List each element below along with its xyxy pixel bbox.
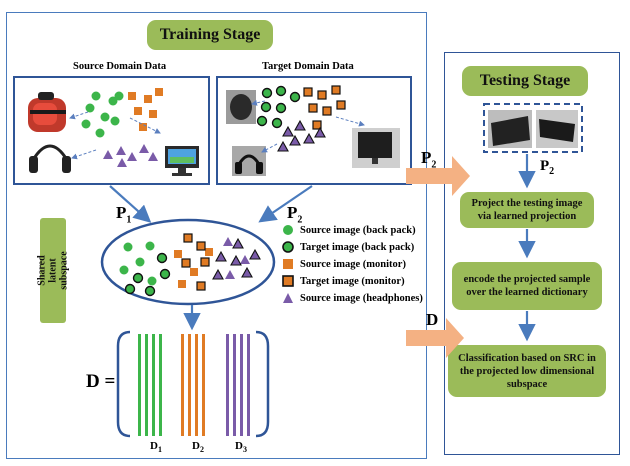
legend-triangle-source-icon xyxy=(283,293,293,303)
shared-latent-subspace-label: Shared latent subspace xyxy=(37,218,70,323)
dictionary-d2-label: D2 xyxy=(192,440,204,455)
source-domain-panel xyxy=(13,76,210,185)
source-domain-heading: Source Domain Data xyxy=(73,61,167,72)
p1-label: P1 xyxy=(116,203,132,226)
flow-d-label: D xyxy=(426,310,439,329)
training-stage-title: Training Stage xyxy=(147,20,273,50)
dictionary-d1-label: D1 xyxy=(150,440,162,455)
flow-arrow-p2 xyxy=(406,156,470,196)
backpack-icon xyxy=(28,92,66,132)
monitor-icon xyxy=(165,146,199,176)
testing-stage-frame xyxy=(444,52,620,455)
target-monitor-photo-icon xyxy=(352,128,400,168)
p2-label: P2 xyxy=(287,203,303,226)
flow-arrow-d xyxy=(406,318,464,358)
legend-item-target-monitor: Target image (monitor) xyxy=(282,275,405,287)
legend-item-source-headphones: Source image (headphones) xyxy=(282,292,423,304)
headphones-icon xyxy=(29,144,71,173)
flow-p2-label: P2 xyxy=(421,148,437,171)
testing-step-project: Project the testing image via learned pr… xyxy=(460,192,594,228)
testing-p2-label: P2 xyxy=(540,158,555,177)
dictionary-d1-atoms xyxy=(138,334,162,436)
target-headphones-photo-icon xyxy=(232,146,266,176)
testing-step-classify: Classification based on SRC in the proje… xyxy=(448,345,606,397)
target-domain-panel xyxy=(216,76,412,185)
legend-square-source-icon xyxy=(283,259,293,269)
legend-circle-target-icon xyxy=(282,241,294,253)
legend-circle-source-icon xyxy=(283,225,293,235)
legend-item-target-backpack: Target image (back pack) xyxy=(282,241,414,253)
training-stage-frame xyxy=(6,12,427,459)
dictionary-d3-atoms xyxy=(226,334,250,436)
testing-stage-title: Testing Stage xyxy=(462,66,588,96)
testing-step-encode: encode the projected sample over the lea… xyxy=(452,262,602,310)
legend-item-source-monitor: Source image (monitor) xyxy=(282,258,406,270)
keyboard-icon xyxy=(488,110,578,148)
target-backpack-photo-icon xyxy=(226,90,256,124)
legend-item-source-backpack: Source image (back pack) xyxy=(282,224,416,236)
dictionary-d2-atoms xyxy=(181,334,205,436)
dictionary-d3-label: D3 xyxy=(235,440,247,455)
dictionary-equals-label: D = xyxy=(86,371,116,392)
target-domain-heading: Target Domain Data xyxy=(262,61,354,72)
legend-square-target-icon xyxy=(282,275,294,287)
